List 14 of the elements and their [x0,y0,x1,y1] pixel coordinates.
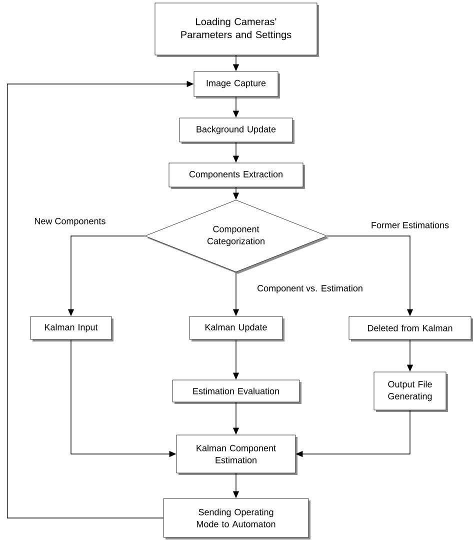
process-box: Components Extraction [168,162,305,189]
process-box: Loading Cameras' Parameters and Settings [154,2,319,57]
process-box: Background Update [179,118,294,144]
process-box: Output File Generating [374,372,448,412]
process-box: Estimation Evaluation [172,380,302,404]
edge-label: New Components [33,216,107,228]
process-box: Deleted from Kalman [348,316,473,342]
process-box: Kalman Component Estimation [176,434,298,475]
process-box: Sending Operating Mode to Automaton [163,498,310,540]
process-box: Kalman Input [30,316,114,342]
process-box: Image Capture [194,71,280,98]
process-box: Kalman Update [189,316,284,342]
edge-label: Former Estimations [370,220,450,230]
edge-label: Component vs. Estimation [256,284,364,294]
